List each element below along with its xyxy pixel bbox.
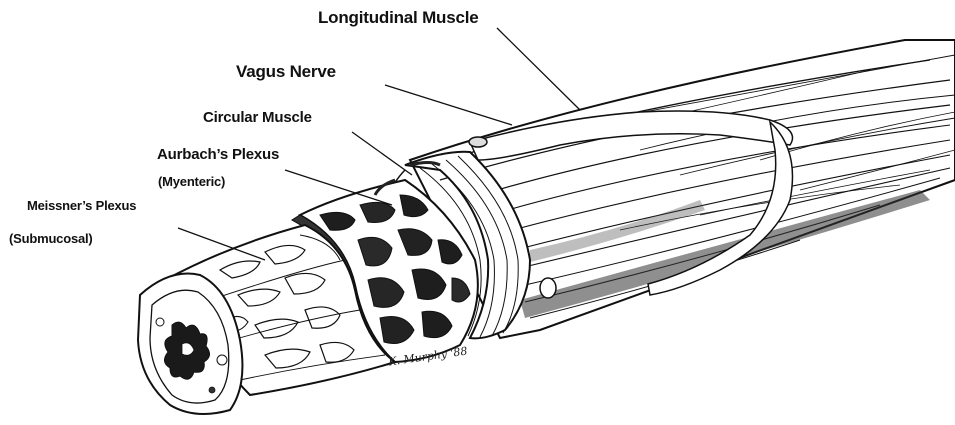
label-aurbachs-plexus: Aurbach’s Plexus (157, 146, 279, 163)
label-longitudinal-muscle: Longitudinal Muscle (318, 8, 479, 28)
leader-vagus-nerve (385, 85, 512, 125)
label-myenteric: (Myenteric) (158, 174, 225, 189)
label-circular-muscle: Circular Muscle (203, 109, 312, 126)
label-meissners-plexus: Meissner’s Plexus (27, 198, 136, 213)
label-submucosal: (Submucosal) (9, 231, 93, 246)
leader-circular-muscle (352, 132, 412, 175)
label-vagus-nerve: Vagus Nerve (236, 62, 336, 82)
leader-longitudinal-muscle (497, 28, 580, 110)
